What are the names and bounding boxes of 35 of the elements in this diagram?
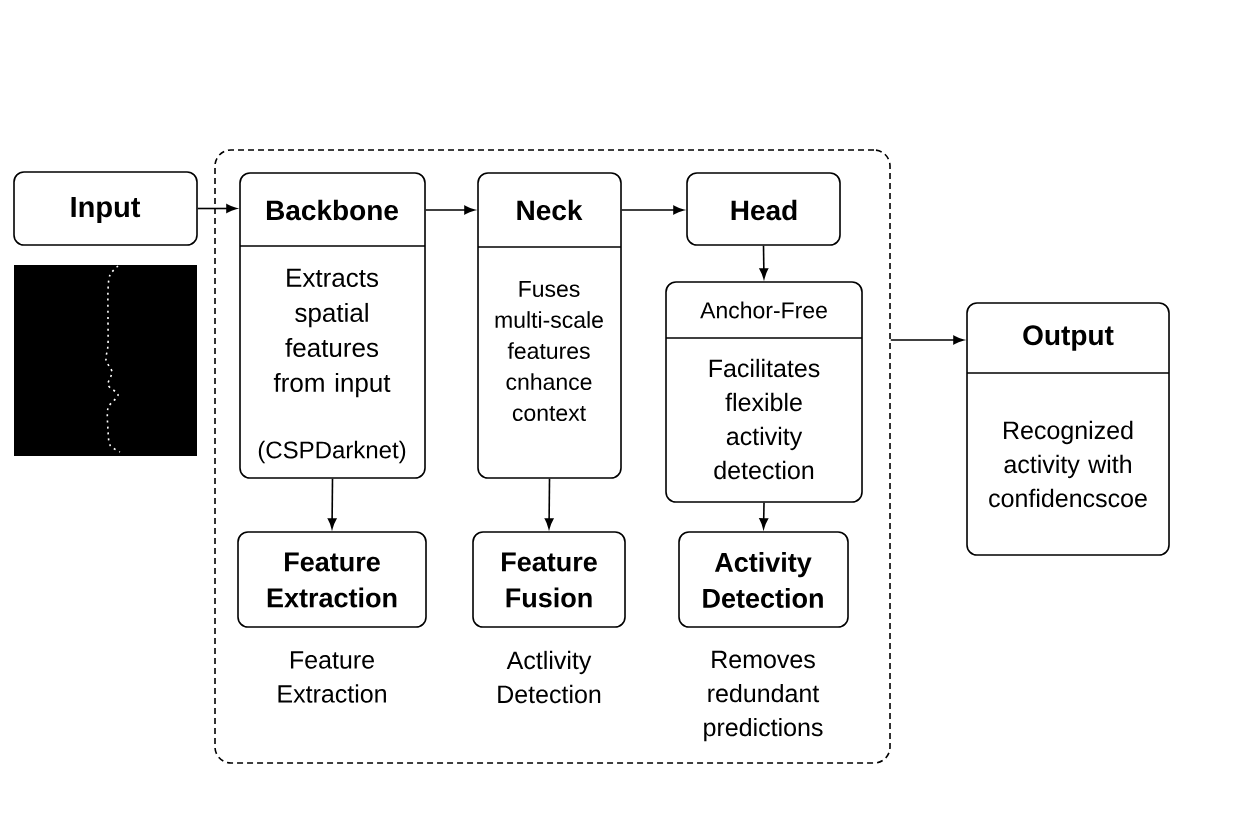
process-box [239, 172, 426, 479]
caption-text: Actlivity Detection [498, 650, 601, 704]
box-description: Extracts spatial features from input [273, 268, 391, 398]
process-box [237, 531, 427, 628]
process-box [686, 172, 841, 246]
box-heading: Head [731, 199, 797, 221]
container-box [214, 149, 891, 764]
box-description: Fuses multi-scale features cnhance context [495, 281, 603, 422]
box-description: Facilitates flexible activity detection [709, 358, 820, 480]
box-heading: Output [1023, 325, 1114, 351]
arrow [425, 205, 475, 215]
box-heading: Feature Fusion [502, 552, 597, 608]
process-box [472, 531, 626, 628]
process-box [678, 531, 849, 628]
process-box [966, 302, 1170, 556]
arrow [621, 205, 684, 215]
caption-text: Feature Extraction [278, 651, 386, 703]
box-heading: Activity Detection [703, 552, 823, 608]
process-box [665, 281, 863, 503]
box-description: Recognized activity with confidencscoe [989, 420, 1147, 508]
box-heading: Neck [517, 199, 583, 221]
process-box [477, 172, 622, 479]
arrow [327, 478, 337, 529]
box-heading: Backbone [266, 199, 398, 221]
box-heading: Feature Extraction [267, 552, 397, 608]
caption-text: Removes redundant predictions [704, 650, 823, 742]
arrow [197, 204, 237, 213]
box-heading: Input [71, 197, 141, 223]
box-description: (CSPDarknet) [258, 440, 406, 464]
process-box [13, 171, 198, 246]
arrow [890, 335, 964, 345]
arrow [544, 478, 554, 529]
box-heading: Anchor-Free [700, 301, 827, 319]
arrow [759, 502, 769, 529]
arrow [759, 245, 769, 279]
